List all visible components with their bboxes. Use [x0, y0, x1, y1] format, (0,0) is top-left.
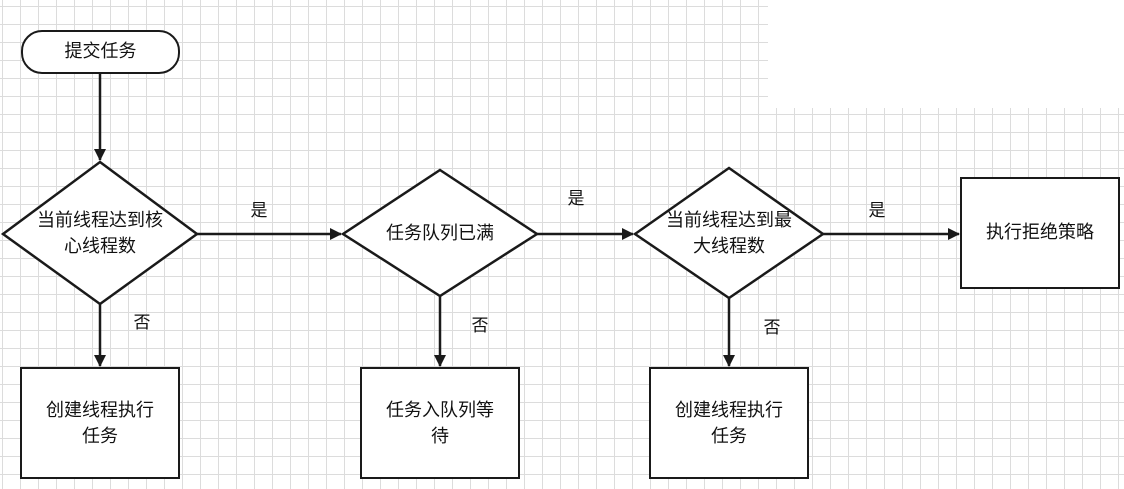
enqueue-label-line2: 待 [431, 426, 449, 447]
decision-max-label-line2: 大线程数 [693, 236, 765, 257]
edge-label-yes-core: 是 [250, 201, 268, 221]
create-max-label-line2: 任务 [711, 426, 747, 447]
decision-queue-label: 任务队列已满 [386, 223, 494, 244]
edge-label-yes-queue: 是 [567, 189, 585, 209]
start-label: 提交任务 [64, 41, 137, 62]
enqueue-process [360, 367, 520, 479]
edge-label-no-core: 否 [133, 313, 151, 333]
create-max-label-line1: 创建线程执行 [675, 400, 783, 421]
edge-label-no-max: 否 [763, 318, 781, 338]
reject-label: 执行拒绝策略 [986, 222, 1094, 243]
reject-process [960, 177, 1120, 289]
decision-core-label-line2: 心线程数 [64, 236, 136, 257]
create-core-label-line1: 创建线程执行 [46, 400, 154, 421]
create-core-label-line2: 任务 [82, 426, 118, 447]
create-max-thread-process [649, 367, 809, 479]
edge-label-yes-max: 是 [868, 201, 886, 221]
decision-core-label-line1: 当前线程达到核 [37, 210, 163, 231]
enqueue-label-line1: 任务入队列等 [386, 400, 494, 421]
create-core-thread-process [20, 367, 180, 479]
blank-area [768, 0, 1124, 108]
edge-label-no-queue: 否 [471, 316, 489, 336]
decision-max-label-line1: 当前线程达到最 [666, 210, 792, 231]
